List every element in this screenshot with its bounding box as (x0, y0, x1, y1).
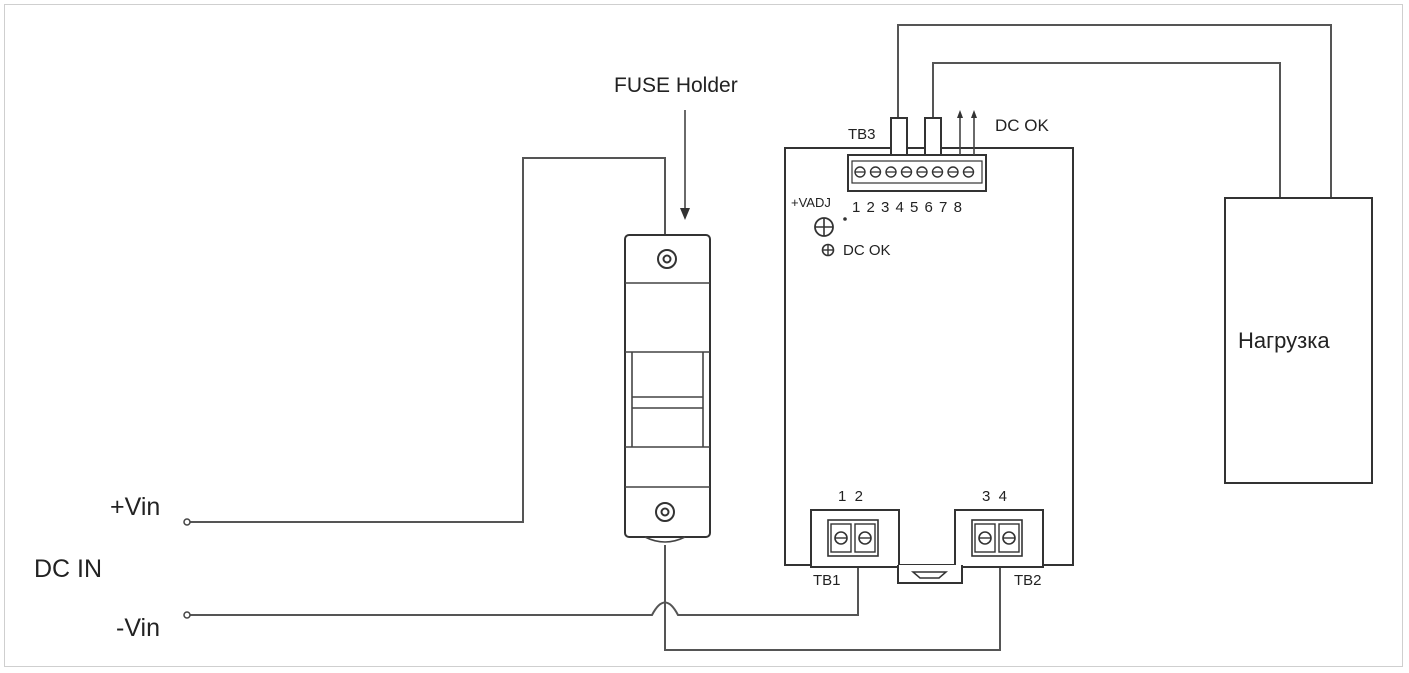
tb3-plug-1 (890, 117, 908, 156)
tb1-label: TB1 (813, 572, 841, 589)
load-wire-outer (897, 24, 1332, 198)
tb2-label: TB2 (1014, 572, 1042, 589)
tb3-pin-numbers: 1 2 3 4 5 6 7 8 (852, 199, 963, 216)
din-rail-clip (897, 565, 963, 584)
fuse-holder (624, 234, 711, 543)
tb1-terminal-block (810, 509, 900, 568)
dc-ok-output-arrows (957, 110, 977, 155)
tb2-terminal-block (954, 509, 1044, 568)
minus-vin-terminal (183, 611, 191, 619)
power-supply-module (784, 110, 1074, 584)
minus-vin-wire (190, 567, 859, 616)
fuse-holder-arrow (680, 110, 690, 220)
dc-ok-top-label: DC OK (995, 116, 1050, 135)
tb3-terminal-strip (847, 154, 987, 192)
load-box (1224, 197, 1373, 484)
load-wire-inner (932, 62, 1281, 198)
plus-vin-terminal (183, 518, 191, 526)
fuse-holder-label: FUSE Holder (614, 74, 738, 97)
fuse-to-tb2-wire (664, 545, 1001, 651)
tb3-plug-2 (924, 117, 942, 156)
load-label: Нагрузка (1238, 328, 1330, 353)
plus-vin-wire (190, 157, 666, 523)
dc-in-label: DC IN (34, 555, 102, 583)
dc-ok-led (821, 243, 835, 257)
minus-vin-label: -Vin (116, 614, 160, 642)
dc-ok-led-label: DC OK (843, 242, 891, 259)
vadj-potentiometer (814, 217, 847, 237)
tb2-pin-numbers: 3 4 (982, 488, 1007, 505)
diagram-frame (4, 4, 1403, 667)
plus-vin-label: +Vin (110, 493, 160, 521)
tb3-label: TB3 (848, 126, 876, 143)
tb1-pin-numbers: 1 2 (838, 488, 863, 505)
vadj-label: +VADJ (791, 195, 831, 210)
